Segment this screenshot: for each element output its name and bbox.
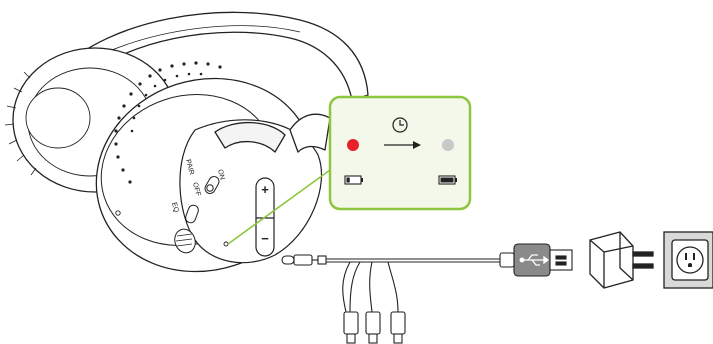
led-off-icon	[442, 139, 454, 151]
callout-pointer	[227, 169, 331, 245]
eq-label: EQ	[170, 202, 180, 214]
yoke	[289, 113, 331, 153]
clock-icon	[392, 117, 408, 133]
power-switch[interactable]	[203, 175, 221, 196]
mic-hole	[115, 210, 121, 216]
headphones	[4, 11, 369, 273]
led-indicator	[223, 241, 229, 247]
headband	[59, 11, 369, 101]
volume-down-label: −	[261, 231, 269, 246]
wall-outlet-icon	[663, 231, 713, 289]
led-red-icon	[347, 139, 359, 151]
micro-usb-plug	[343, 311, 359, 344]
back-cushion-texture	[4, 71, 37, 176]
usb-symbol-icon	[519, 254, 550, 266]
eq-button[interactable]	[184, 204, 200, 224]
slider-pocket	[214, 121, 286, 153]
battery-low-fill	[346, 177, 350, 183]
back-earcup-center	[25, 87, 91, 149]
battery-low-icon	[344, 175, 363, 185]
usb-c-branch-plug	[390, 311, 406, 344]
usb-a-strain-relief	[499, 252, 515, 268]
usb-a-plug-metal	[549, 249, 573, 271]
earcup-perforations	[114, 61, 222, 184]
wall-adapter-icon	[589, 231, 654, 289]
off-label: OFF	[191, 182, 201, 197]
cable-branches	[342, 261, 399, 313]
arrow-right-icon	[384, 141, 421, 149]
on-label: ON	[216, 169, 225, 181]
callout-frame	[328, 95, 472, 211]
pair-label: PAIR	[184, 159, 195, 176]
jog-wheel[interactable]	[171, 226, 198, 255]
battery-full-icon	[438, 175, 457, 185]
usb-cable	[281, 243, 573, 344]
headband-inner	[99, 25, 301, 56]
callout-box	[328, 95, 472, 211]
control-panel	[179, 119, 323, 264]
volume-up-label: +	[261, 182, 269, 197]
lightning-plug	[365, 311, 381, 344]
usb-c-plug	[281, 255, 295, 265]
battery-full-fill	[440, 177, 454, 183]
